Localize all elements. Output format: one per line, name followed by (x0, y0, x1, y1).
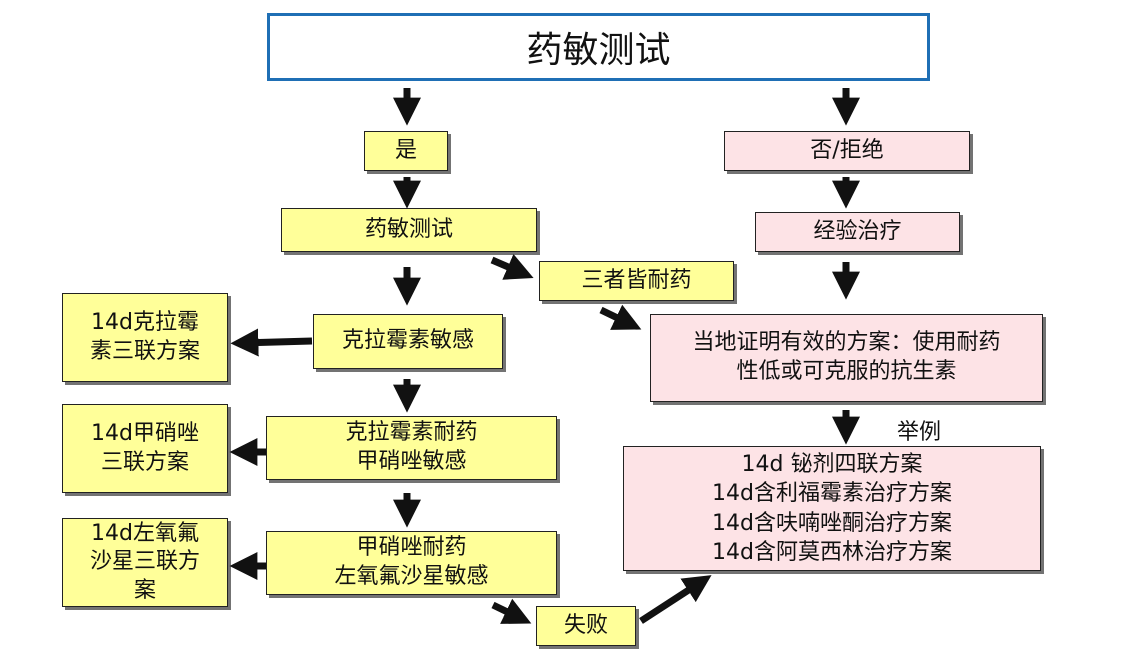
clarithromycin-resistant-line1: 克拉霉素耐药 (345, 420, 478, 446)
example-item: 14d含阿莫西林治疗方案 (712, 539, 952, 565)
levofloxacin-triple-line3: 案 (133, 577, 156, 603)
clarithromycin-sensitive-label: 克拉霉素敏感 (341, 328, 474, 354)
title-text: 药敏测试 (526, 30, 671, 71)
clarithromycin-triple-box: 14d克拉霉 素三联方案 (62, 293, 228, 382)
local-proven-regimen-box: 当地证明有效的方案：使用耐药 性低或可克服的抗生素 (650, 314, 1043, 402)
local-proven-line1: 当地证明有效的方案：使用耐药 (692, 330, 1001, 356)
no-refuse-label: 否/拒绝 (810, 137, 884, 163)
yes-label: 是 (394, 137, 417, 163)
arrow-to-clari-triple (230, 328, 313, 357)
example-item: 14d 铋剂四联方案 (741, 452, 923, 478)
susceptibility-test-label: 药敏测试 (364, 216, 453, 242)
no-refuse-box: 否/拒绝 (724, 131, 970, 171)
levofloxacin-triple-line2: 沙星三联方 (89, 549, 200, 575)
metronidazole-triple-box: 14d甲硝唑 三联方案 (62, 404, 228, 493)
failure-box: 失败 (536, 606, 636, 646)
empirical-therapy-label: 经验治疗 (813, 218, 902, 244)
clarithromycin-resistant-line2: 甲硝唑敏感 (356, 449, 467, 474)
clarithromycin-triple-line1: 14d克拉霉 (91, 309, 199, 335)
clarithromycin-resistant-box: 克拉霉素耐药 甲硝唑敏感 (266, 416, 557, 480)
levofloxacin-triple-box: 14d左氧氟 沙星三联方 案 (62, 518, 228, 607)
arrow-metro-resistant-to-failure (491, 598, 532, 624)
metronidazole-resistant-box: 甲硝唑耐药 左氧氟沙星敏感 (266, 531, 557, 595)
levofloxacin-triple-line1: 14d左氧氟 (91, 520, 199, 546)
arrow-failure-to-examples (639, 575, 712, 624)
yes-box: 是 (364, 131, 448, 171)
arrow-test-to-all-resistant (490, 254, 534, 280)
example-label: 举例 (897, 420, 942, 445)
failure-label: 失败 (563, 612, 608, 638)
title-box: 药敏测试 (267, 13, 930, 81)
local-proven-line2: 性低或可克服的抗生素 (736, 359, 957, 384)
all-resistant-box: 三者皆耐药 (539, 261, 734, 301)
metronidazole-triple-line1: 14d甲硝唑 (91, 420, 199, 446)
empirical-therapy-box: 经验治疗 (755, 212, 960, 252)
metronidazole-resistant-line1: 甲硝唑耐药 (356, 535, 467, 561)
clarithromycin-sensitive-box: 克拉霉素敏感 (313, 314, 503, 369)
metronidazole-resistant-line2: 左氧氟沙星敏感 (334, 564, 489, 589)
example-item: 14d含呋喃唑酮治疗方案 (712, 510, 952, 536)
all-resistant-label: 三者皆耐药 (581, 267, 692, 293)
examples-box: 14d 铋剂四联方案 14d含利福霉素治疗方案 14d含呋喃唑酮治疗方案 14d… (623, 446, 1041, 571)
example-item: 14d含利福霉素治疗方案 (712, 481, 952, 507)
arrow-all-resistant-to-local-proven (599, 304, 642, 330)
clarithromycin-triple-line2: 素三联方案 (89, 338, 200, 364)
metronidazole-triple-line2: 三联方案 (100, 449, 189, 475)
